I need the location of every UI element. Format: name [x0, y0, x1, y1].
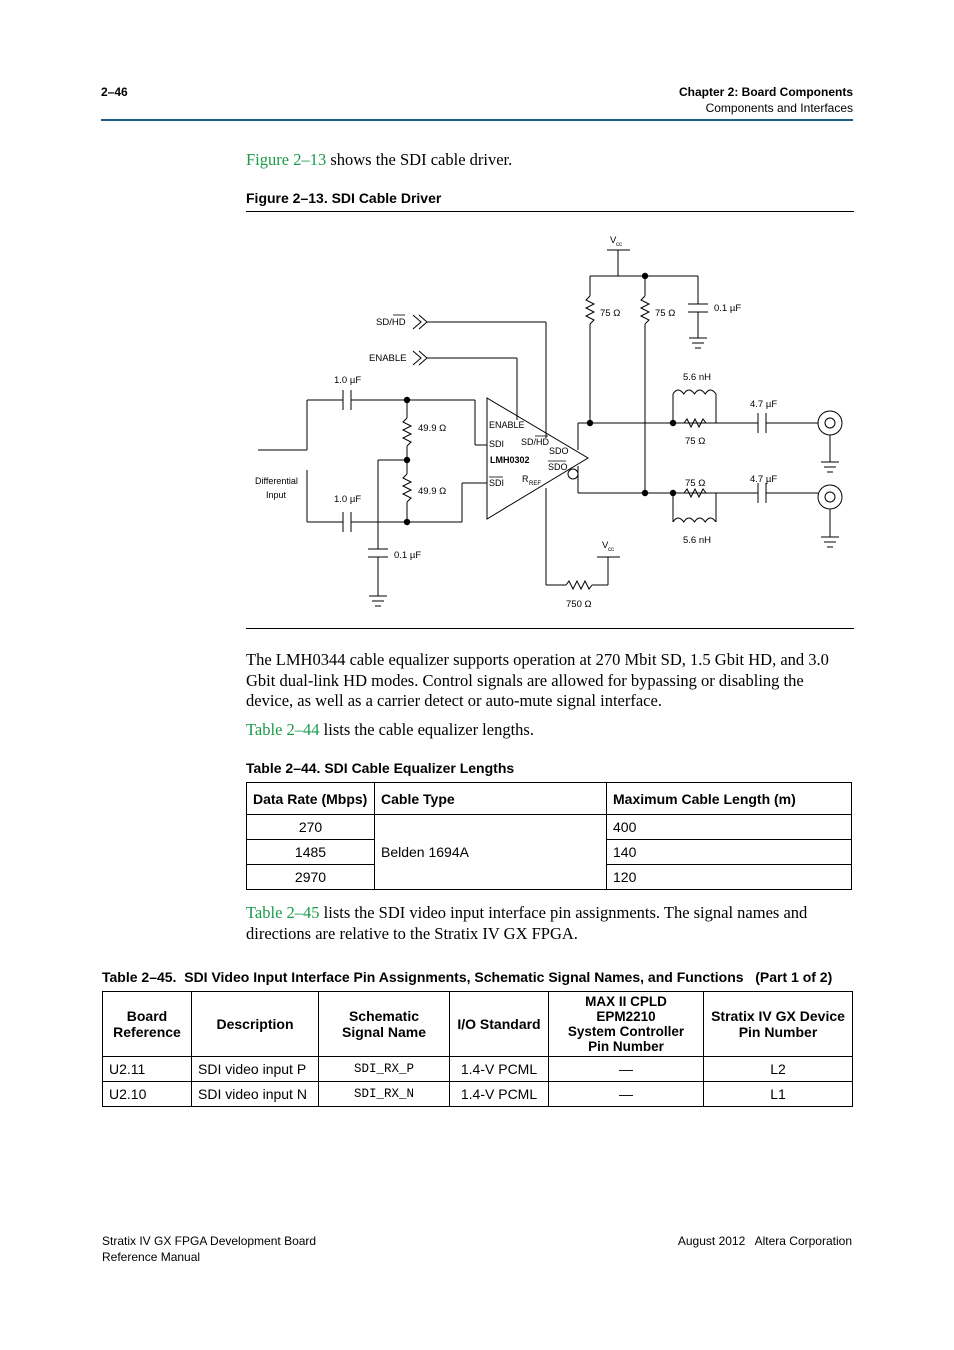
page-number: 2–46	[101, 85, 128, 99]
io-standard-cell: 1.4-V PCML	[449, 1081, 549, 1107]
svg-text:49.9 Ω: 49.9 Ω	[418, 423, 446, 434]
footer-doc-subtitle: Reference Manual	[102, 1250, 201, 1264]
svg-text:4.7 µF: 4.7 µF	[750, 399, 777, 410]
figure-caption: Figure 2–13. SDI Cable Driver	[246, 190, 442, 206]
figure-top-rule	[246, 211, 854, 212]
table44-header: Cable Type	[374, 782, 607, 815]
fpga-pin-cell: L1	[703, 1081, 853, 1107]
svg-text:SDI: SDI	[489, 439, 504, 449]
data-rate-cell: 2970	[246, 864, 375, 890]
table44-header: Data Rate (Mbps)	[246, 782, 375, 815]
footer-doc-title: Stratix IV GX FPGA Development Board	[102, 1234, 317, 1248]
description-cell: SDI video input N	[191, 1081, 319, 1107]
svg-text:75 Ω: 75 Ω	[655, 308, 675, 319]
cable-length-cell: 120	[606, 864, 852, 890]
signal-name-cell: SDI_RX_N	[318, 1081, 450, 1107]
figure-link[interactable]: Figure 2–13	[246, 150, 327, 169]
svg-text:5.6 nH: 5.6 nH	[683, 535, 711, 546]
svg-text:REF: REF	[529, 481, 541, 487]
svg-text:SD/HD: SD/HD	[521, 437, 550, 447]
table44-intro: Table 2–44 lists the cable equalizer len…	[246, 720, 534, 739]
section-title: Components and Interfaces	[705, 101, 853, 115]
svg-text:LMH0302: LMH0302	[490, 455, 530, 465]
table45-header: Description	[191, 991, 319, 1057]
table45-caption: Table 2–45. SDI Video Input Interface Pi…	[102, 969, 833, 985]
table45-header: I/O Standard	[449, 991, 549, 1057]
svg-text:SDI: SDI	[489, 478, 504, 488]
svg-text:1.0 µF: 1.0 µF	[334, 494, 361, 505]
svg-text:Input: Input	[266, 490, 287, 500]
footer-date-company: August 2012 Altera Corporation	[677, 1234, 852, 1248]
svg-text:V: V	[602, 540, 609, 551]
svg-text:750 Ω: 750 Ω	[566, 599, 592, 610]
table45-link[interactable]: Table 2–45	[246, 903, 320, 922]
cable-type-cell: Belden 1694A	[374, 814, 607, 890]
table45-intro: Table 2–45 lists the SDI video input int…	[246, 903, 808, 943]
svg-text:cc: cc	[608, 547, 614, 553]
svg-text:SDO: SDO	[548, 462, 568, 472]
board-reference-cell: U2.10	[102, 1081, 192, 1107]
svg-text:Differential: Differential	[255, 476, 298, 486]
table-row: 1485 140	[246, 839, 852, 865]
table-row: 2970 120	[246, 864, 852, 890]
equalizer-paragraph: The LMH0344 cable equalizer supports ope…	[246, 650, 829, 710]
table-row: 270 Belden 1694A 400	[246, 814, 852, 890]
table44-link[interactable]: Table 2–44	[246, 720, 320, 739]
board-reference-cell: U2.11	[102, 1056, 192, 1082]
svg-text:cc: cc	[616, 242, 622, 248]
svg-text:R: R	[522, 474, 529, 484]
sdi-cable-driver-schematic: V cc 75 Ω 75 Ω 0.1 µF SD/HD ENABLE 1.0 µ…	[255, 235, 843, 610]
table-row: U2.11 SDI video input P SDI_RX_P 1.4-V P…	[102, 1056, 853, 1082]
cpld-pin-cell: —	[548, 1081, 704, 1107]
io-standard-cell: 1.4-V PCML	[449, 1056, 549, 1082]
svg-text:V: V	[610, 235, 617, 246]
cable-length-cell: 400	[606, 814, 852, 840]
svg-text:49.9 Ω: 49.9 Ω	[418, 486, 446, 497]
intro-paragraph: Figure 2–13 shows the SDI cable driver.	[246, 150, 513, 169]
svg-text:SDO: SDO	[549, 446, 569, 456]
cable-length-cell: 140	[606, 839, 852, 865]
svg-text:SD/HD: SD/HD	[376, 317, 406, 328]
svg-text:75 Ω: 75 Ω	[685, 436, 705, 447]
chapter-title: Chapter 2: Board Components	[678, 85, 853, 99]
data-rate-cell: 1485	[246, 839, 375, 865]
svg-text:75 Ω: 75 Ω	[600, 308, 620, 319]
svg-text:5.6 nH: 5.6 nH	[683, 372, 711, 383]
svg-text:1.0 µF: 1.0 µF	[334, 375, 361, 386]
svg-text:0.1 µF: 0.1 µF	[714, 303, 741, 314]
table-row: U2.10 SDI video input N SDI_RX_N 1.4-V P…	[102, 1081, 853, 1107]
fpga-pin-cell: L2	[703, 1056, 853, 1082]
svg-text:4.7 µF: 4.7 µF	[750, 474, 777, 485]
table44-header: Maximum Cable Length (m)	[606, 782, 852, 815]
data-rate-cell: 270	[246, 814, 375, 840]
header-rule	[101, 119, 853, 121]
figure-bottom-rule	[246, 628, 854, 629]
svg-text:75 Ω: 75 Ω	[685, 478, 705, 489]
cpld-pin-cell: —	[548, 1056, 704, 1082]
signal-name-cell: SDI_RX_P	[318, 1056, 450, 1082]
svg-text:ENABLE: ENABLE	[369, 353, 407, 364]
svg-text:0.1 µF: 0.1 µF	[394, 550, 421, 561]
svg-text:ENABLE: ENABLE	[489, 420, 525, 430]
table44-caption: Table 2–44. SDI Cable Equalizer Lengths	[246, 760, 515, 776]
table44: Data Rate (Mbps) Cable Type Maximum Cabl…	[246, 782, 852, 890]
description-cell: SDI video input P	[191, 1056, 319, 1082]
